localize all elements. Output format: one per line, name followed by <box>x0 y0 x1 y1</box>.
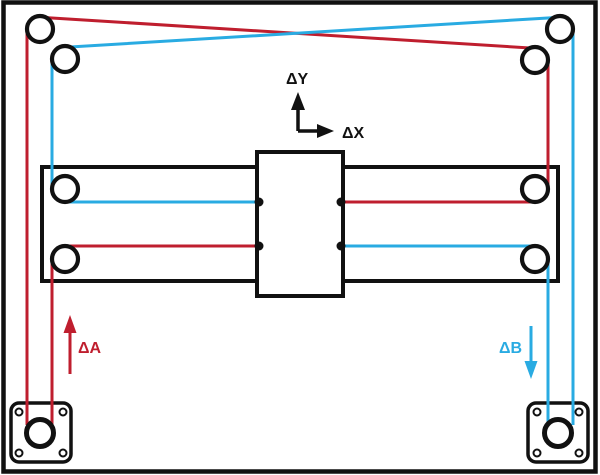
screw-hole-icon <box>14 448 24 458</box>
pulley-top-right-outer <box>544 13 576 45</box>
screw-group <box>14 407 584 458</box>
pulley-top-left-outer <box>24 13 56 45</box>
screw-hole-icon <box>574 448 584 458</box>
pulley-gantry-right-lower <box>519 243 551 275</box>
x-axis-arrow-icon <box>317 124 334 138</box>
motor-pulley-b <box>542 417 574 449</box>
belt-anchor-group <box>254 197 346 251</box>
screw-hole-icon <box>14 407 24 417</box>
belt-b-motion-indicator: ΔB <box>499 326 538 379</box>
belt-anchor-dot <box>254 241 264 251</box>
belt-anchor-dot <box>336 197 346 207</box>
screw-hole-icon <box>58 407 68 417</box>
pulley-group <box>24 13 576 449</box>
coordinate-axes: ΔY ΔX <box>286 71 365 142</box>
pulley-gantry-right-upper <box>519 173 551 205</box>
carriage <box>255 150 345 298</box>
delta-a-label: ΔA <box>78 340 102 357</box>
delta-b-label: ΔB <box>499 340 522 357</box>
motor-pulley-a <box>24 417 56 449</box>
y-axis-arrow-icon <box>291 92 305 110</box>
pulley-gantry-left-lower <box>49 243 81 275</box>
pulley-top-left-inner <box>49 43 81 75</box>
belt-anchor-dot <box>336 241 346 251</box>
belt-anchor-dot <box>254 197 264 207</box>
screw-hole-icon <box>532 448 542 458</box>
delta-y-label: ΔY <box>286 71 309 88</box>
delta-b-down-arrow-icon <box>524 361 538 379</box>
screw-hole-icon <box>58 448 68 458</box>
screw-hole-icon <box>532 407 542 417</box>
delta-x-label: ΔX <box>342 125 365 142</box>
pulley-top-right-inner <box>519 44 551 76</box>
screw-hole-icon <box>574 407 584 417</box>
delta-a-up-arrow-icon <box>63 315 77 333</box>
belt-a-motion-indicator: ΔA <box>63 315 102 374</box>
pulley-gantry-left-upper <box>49 173 81 205</box>
